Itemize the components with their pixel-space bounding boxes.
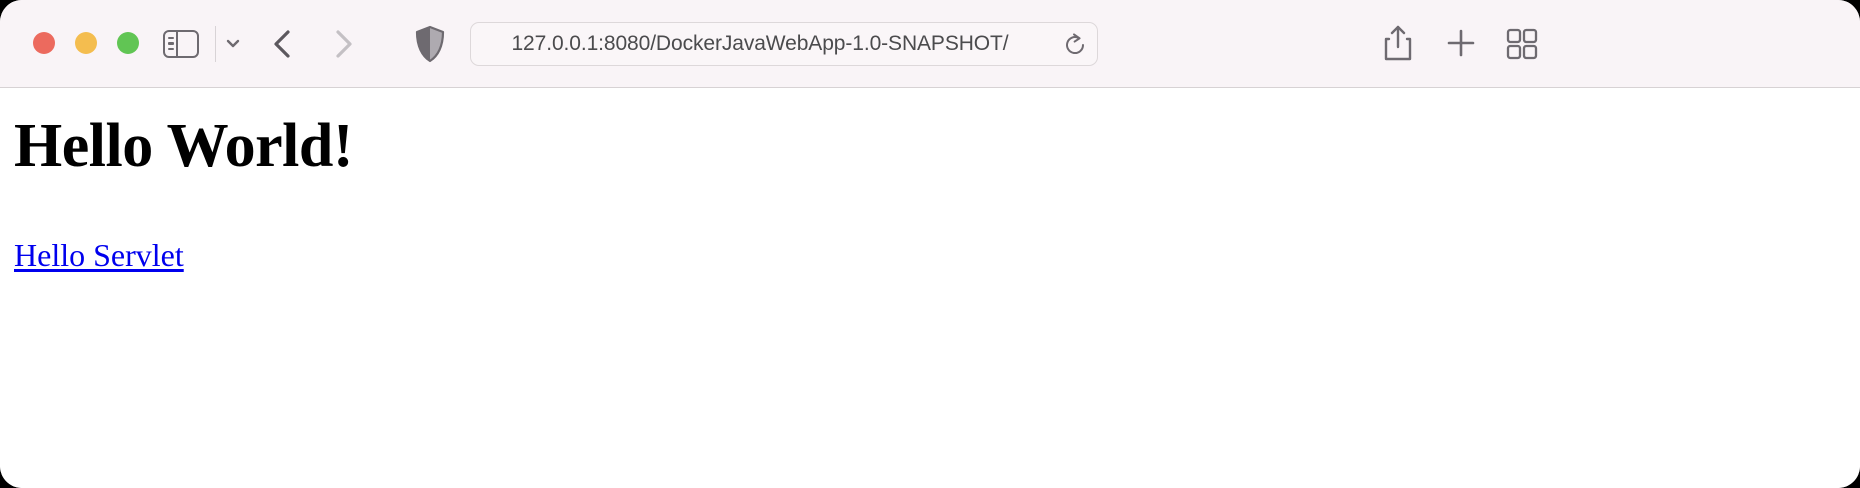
close-button[interactable] [33, 32, 55, 54]
back-button[interactable] [262, 22, 304, 66]
forward-button[interactable] [322, 22, 364, 66]
new-tab-button[interactable] [1443, 24, 1479, 62]
grid-icon [1506, 28, 1538, 60]
hello-servlet-link[interactable]: Hello Servlet [14, 237, 184, 273]
chevron-down-icon [226, 39, 240, 48]
sidebar-toggle-button[interactable] [163, 27, 201, 61]
reload-icon [1066, 33, 1085, 54]
plus-icon [1447, 29, 1475, 57]
tab-overview-button[interactable] [1505, 27, 1539, 61]
address-bar[interactable]: 127.0.0.1:8080/DockerJavaWebApp-1.0-SNAP… [470, 22, 1098, 66]
maximize-button[interactable] [117, 32, 139, 54]
page-viewport: Hello World! Hello Servlet [0, 89, 1860, 488]
privacy-report-button[interactable] [414, 24, 446, 64]
shield-icon [415, 25, 445, 63]
share-button[interactable] [1381, 22, 1415, 64]
toolbar-divider [215, 26, 216, 62]
sidebar-icon-lines [167, 37, 174, 50]
window-controls [33, 32, 139, 54]
sidebar-dropdown-button[interactable] [218, 28, 248, 58]
reload-button[interactable] [1061, 31, 1089, 59]
sidebar-icon [163, 30, 199, 58]
browser-toolbar: 127.0.0.1:8080/DockerJavaWebApp-1.0-SNAP… [0, 0, 1860, 88]
page-title: Hello World! [14, 112, 354, 180]
share-icon [1384, 25, 1412, 61]
sidebar-icon-divider [175, 30, 178, 58]
chevron-right-icon [336, 30, 352, 58]
minimize-button[interactable] [75, 32, 97, 54]
url-input[interactable]: 127.0.0.1:8080/DockerJavaWebApp-1.0-SNAP… [511, 32, 1009, 55]
chevron-left-icon [274, 30, 290, 58]
